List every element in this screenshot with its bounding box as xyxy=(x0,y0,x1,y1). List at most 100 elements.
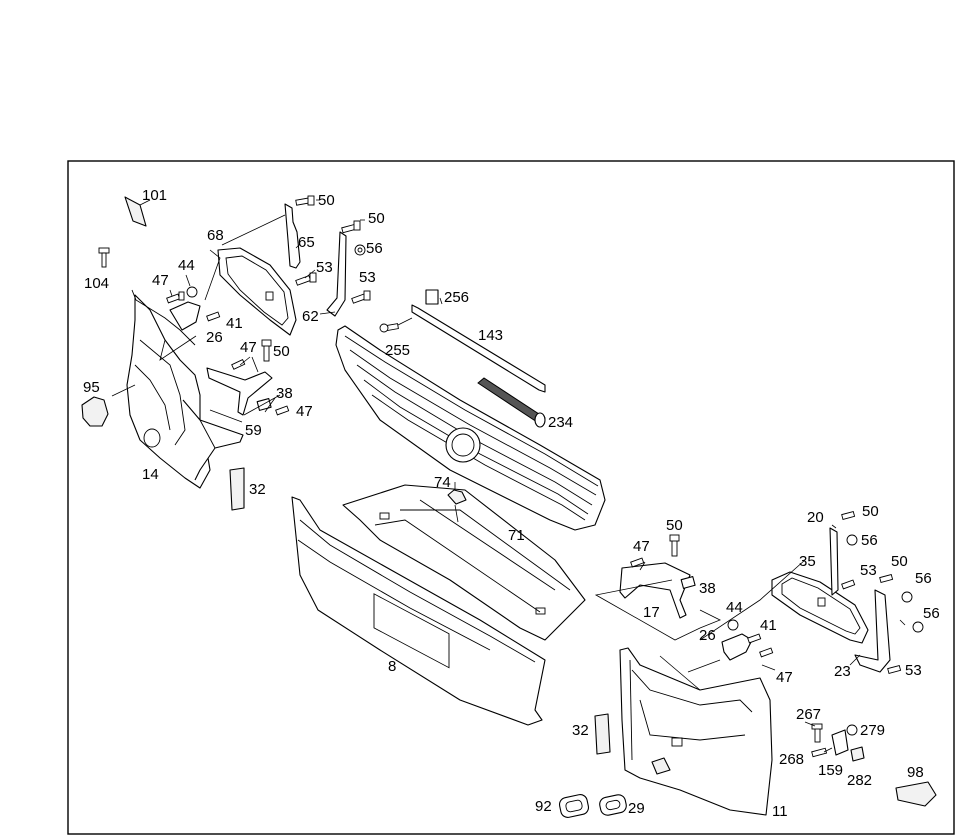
label-65: 65 xyxy=(298,234,315,251)
label-44: 44 xyxy=(726,599,743,616)
bolt-50-a xyxy=(295,195,315,206)
label-56: 56 xyxy=(923,605,940,622)
part-62-bracket xyxy=(326,231,347,317)
bolt-50-f xyxy=(879,573,894,584)
part-267-screw xyxy=(811,723,823,743)
part-104-bolt xyxy=(98,247,110,268)
part-143-strip xyxy=(411,304,546,393)
part-74-clip xyxy=(447,489,467,505)
label-35: 35 xyxy=(799,553,816,570)
label-56: 56 xyxy=(915,570,932,587)
bolt-53-c xyxy=(841,579,856,590)
label-38: 38 xyxy=(699,580,716,597)
bolt-50-b xyxy=(341,220,361,234)
label-62: 62 xyxy=(302,308,319,325)
part-35-lamp-frame xyxy=(771,571,869,644)
label-17: 17 xyxy=(643,604,660,621)
bolt-53-d xyxy=(887,664,902,675)
label-268: 268 xyxy=(779,751,804,768)
part-92-grommet xyxy=(558,794,590,818)
label-53: 53 xyxy=(905,662,922,679)
part-29-ring xyxy=(599,794,627,816)
part-labels: 101 104 68 50 50 65 56 53 53 62 47 44 41… xyxy=(83,187,940,820)
label-159: 159 xyxy=(818,762,843,779)
part-234-rubber-strip xyxy=(477,377,546,428)
nut-44-a xyxy=(186,286,198,298)
part-255-screw xyxy=(379,323,399,333)
part-279-nut xyxy=(846,724,858,736)
label-53: 53 xyxy=(860,562,877,579)
bolt-50-d xyxy=(669,534,680,557)
part-17-bracket xyxy=(619,562,691,619)
nut-44-b xyxy=(727,619,739,631)
nut-56-a xyxy=(354,244,366,256)
label-101: 101 xyxy=(142,187,167,204)
part-23-bracket xyxy=(854,589,891,673)
bolt-41-b xyxy=(747,633,762,644)
part-38-clip-b xyxy=(680,576,696,589)
label-50: 50 xyxy=(368,210,385,227)
part-38-clip xyxy=(256,398,272,411)
leader-lines xyxy=(111,199,906,753)
part-8-bumper xyxy=(291,496,546,726)
part-101-bracket xyxy=(124,196,147,227)
label-47: 47 xyxy=(633,538,650,555)
label-32: 32 xyxy=(249,481,266,498)
label-95: 95 xyxy=(83,379,100,396)
label-29: 29 xyxy=(628,800,645,817)
label-50: 50 xyxy=(273,343,290,360)
label-279: 279 xyxy=(860,722,885,739)
label-47: 47 xyxy=(152,272,169,289)
label-50: 50 xyxy=(666,517,683,534)
part-95-grommet xyxy=(81,396,109,427)
bolt-53-b xyxy=(351,290,371,304)
nut-56-d xyxy=(912,621,924,633)
label-59: 59 xyxy=(245,422,262,439)
label-8: 8 xyxy=(388,658,396,675)
label-14: 14 xyxy=(142,466,159,483)
bolt-50-c xyxy=(261,339,272,362)
label-26: 26 xyxy=(699,627,716,644)
label-53: 53 xyxy=(316,259,333,276)
label-71: 71 xyxy=(508,527,525,544)
part-11-right-side-panel xyxy=(619,647,773,816)
label-56: 56 xyxy=(366,240,383,257)
label-20: 20 xyxy=(807,509,824,526)
label-44: 44 xyxy=(178,257,195,274)
bolt-47-a xyxy=(166,291,185,304)
label-98: 98 xyxy=(907,764,924,781)
label-267: 267 xyxy=(796,706,821,723)
label-56: 56 xyxy=(861,532,878,549)
label-47: 47 xyxy=(296,403,313,420)
part-98-wedge xyxy=(895,781,937,807)
part-32-right-strip xyxy=(594,713,611,755)
bolt-47-c xyxy=(275,405,290,416)
label-38: 38 xyxy=(276,385,293,402)
part-256-clip xyxy=(425,289,439,305)
label-143: 143 xyxy=(478,327,503,344)
label-32: 32 xyxy=(572,722,589,739)
part-32-left-strip xyxy=(229,467,245,511)
part-268-screw xyxy=(811,747,828,758)
label-50: 50 xyxy=(318,192,335,209)
label-50: 50 xyxy=(862,503,879,520)
nut-56-c xyxy=(901,591,913,603)
part-159-plate xyxy=(831,729,849,756)
label-50: 50 xyxy=(891,553,908,570)
label-256: 256 xyxy=(444,289,469,306)
part-65-bracket xyxy=(284,203,301,269)
label-53: 53 xyxy=(359,269,376,286)
label-23: 23 xyxy=(834,663,851,680)
bolt-47-b xyxy=(231,359,246,370)
part-main-grille xyxy=(335,325,606,531)
label-104: 104 xyxy=(84,275,109,292)
part-68-lamp-frame xyxy=(217,247,297,336)
label-47: 47 xyxy=(240,339,257,356)
bolt-47-e xyxy=(759,647,774,658)
part-59-bracket xyxy=(206,367,273,416)
nut-56-b xyxy=(846,534,858,546)
label-234: 234 xyxy=(548,414,573,431)
label-41: 41 xyxy=(226,315,243,332)
bracket-26-b xyxy=(721,633,753,661)
